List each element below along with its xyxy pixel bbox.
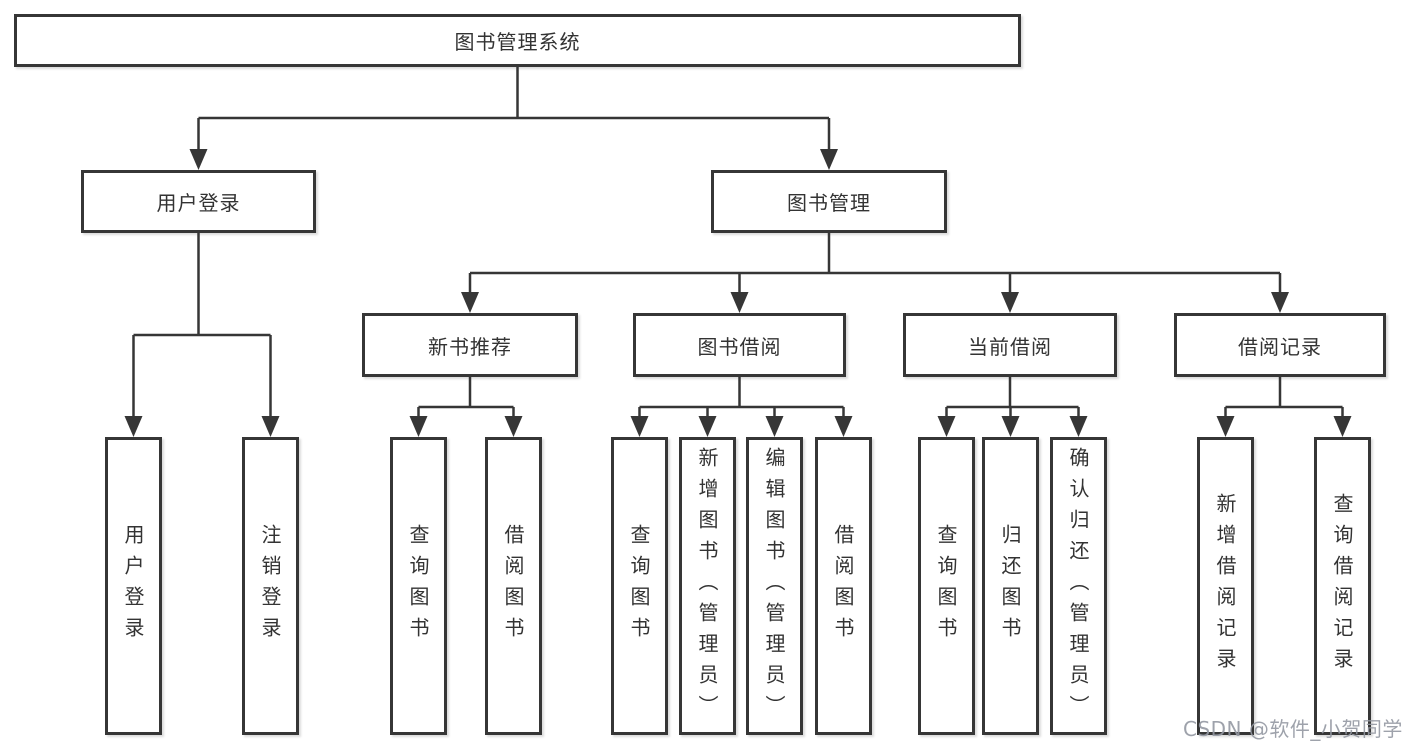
leaf-label: 借阅图书	[831, 524, 855, 648]
leaf-add-borrow-record: 新增借阅记录	[1197, 437, 1254, 735]
leaf-user-login: 用户登录	[105, 437, 162, 735]
leaf-label: 注销登录	[258, 524, 282, 648]
leaf-label: 查询图书	[406, 524, 430, 648]
node-label: 用户登录	[156, 191, 241, 215]
arrow-down-icon	[698, 416, 717, 437]
arrow-down-icon	[261, 416, 280, 437]
leaf-add-book-admin: 新增图书（管理员）	[679, 437, 736, 735]
leaf-return-book: 归还图书	[982, 437, 1039, 735]
arrow-down-icon	[409, 416, 428, 437]
arrow-down-icon	[765, 416, 784, 437]
arrow-down-icon	[504, 416, 523, 437]
arrow-down-icon	[730, 292, 749, 313]
node-label: 当前借阅	[968, 334, 1052, 359]
arrow-down-icon	[461, 292, 479, 313]
node-current-borrowing: 当前借阅	[903, 313, 1117, 377]
leaf-label: 查询借阅记录	[1330, 493, 1354, 679]
connector-arrow-shafts	[132, 118, 1344, 419]
leaf-label: 用户登录	[121, 524, 145, 648]
connector-rails	[133, 67, 1343, 409]
arrow-down-icon	[1001, 292, 1019, 313]
leaf-query-borrow-record: 查询借阅记录	[1314, 437, 1371, 735]
node-root-library-system: 图书管理系统	[14, 14, 1021, 67]
arrow-down-icon	[1001, 416, 1020, 437]
leaf-edit-book-admin: 编辑图书（管理员）	[746, 437, 803, 735]
node-label: 图书管理系统	[454, 30, 581, 54]
node-user-login-module: 用户登录	[81, 170, 316, 233]
leaf-query-books-recommend: 查询图书	[390, 437, 447, 735]
node-label: 图书借阅	[697, 334, 782, 359]
leaf-label: 新增借阅记录	[1213, 493, 1237, 679]
arrow-down-icon	[124, 416, 143, 437]
arrow-down-icon	[630, 416, 649, 437]
leaf-label: 新增图书（管理员）	[695, 446, 719, 726]
leaf-borrow-books-recommend: 借阅图书	[485, 437, 542, 735]
node-borrowing-records: 借阅记录	[1174, 313, 1386, 377]
arrow-down-icon	[1271, 292, 1289, 313]
arrow-down-icon	[1216, 416, 1235, 437]
leaf-label: 编辑图书（管理员）	[762, 446, 786, 726]
leaf-label: 确认归还（管理员）	[1066, 446, 1090, 726]
arrow-down-icon	[820, 149, 838, 170]
node-book-management-module: 图书管理	[711, 170, 947, 233]
leaf-label: 查询图书	[627, 524, 651, 648]
leaf-label: 借阅图书	[501, 524, 525, 648]
node-new-book-recommend: 新书推荐	[362, 313, 578, 377]
node-label: 新书推荐	[428, 334, 512, 359]
node-label: 图书管理	[787, 191, 871, 215]
arrow-down-icon	[834, 416, 853, 437]
arrow-down-icon	[1069, 416, 1088, 437]
arrow-down-icon	[189, 149, 208, 170]
csdn-watermark: CSDN @软件_小贺同学	[1183, 717, 1403, 741]
arrow-down-icon	[1333, 416, 1352, 437]
node-book-borrowing: 图书借阅	[633, 313, 846, 377]
leaf-confirm-return-admin: 确认归还（管理员）	[1050, 437, 1107, 735]
leaf-query-books-current: 查询图书	[918, 437, 975, 735]
leaf-label: 归还图书	[998, 524, 1022, 648]
leaf-logout: 注销登录	[242, 437, 299, 735]
leaf-borrow-books: 借阅图书	[815, 437, 872, 735]
leaf-label: 查询图书	[934, 524, 958, 648]
leaf-query-books-borrow: 查询图书	[611, 437, 668, 735]
arrow-down-icon	[937, 416, 956, 437]
node-label: 借阅记录	[1238, 334, 1322, 359]
